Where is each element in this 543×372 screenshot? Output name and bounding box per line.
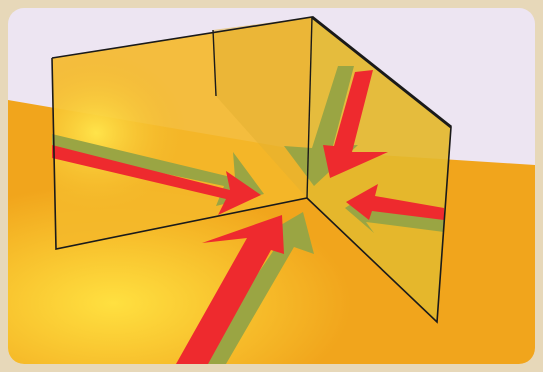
illustration-frame <box>0 0 543 372</box>
corner-reflector-illustration <box>0 0 543 372</box>
